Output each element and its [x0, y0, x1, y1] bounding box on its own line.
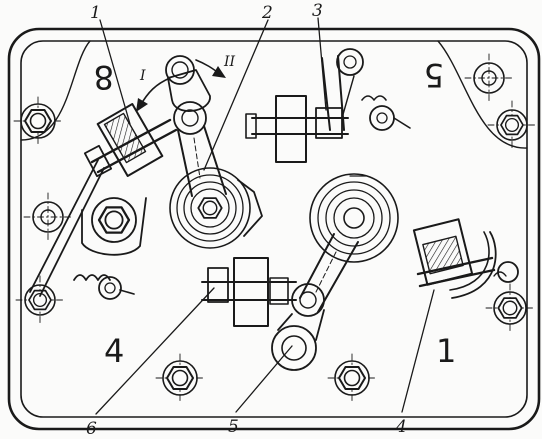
callout-4: 4	[395, 417, 407, 437]
corner-bracket	[81, 197, 147, 256]
corner-number-top-right: 5	[424, 56, 444, 94]
leader-line-4	[401, 289, 435, 413]
callout-5: 5	[228, 417, 239, 437]
leader-line-1	[99, 19, 131, 125]
corner-number-bottom-right: 1	[436, 332, 456, 370]
mounting-bolt	[485, 283, 535, 333]
mounting-bolt	[327, 353, 377, 403]
spiral-spring-left	[169, 167, 263, 249]
leader-line-3	[317, 17, 327, 111]
callout-1: 1	[90, 3, 101, 23]
callout-6: 6	[86, 419, 97, 439]
callout-2: 2	[261, 3, 273, 23]
mounting-bolt	[464, 53, 514, 103]
direction-label-II: II	[223, 54, 236, 70]
mounting-bolt	[23, 192, 73, 242]
direction-label-I: I	[139, 68, 146, 84]
guide-block-1	[83, 103, 178, 178]
leader-line-6	[95, 287, 215, 415]
corner-number-top-left: 8	[94, 58, 114, 96]
pawl-assembly-3	[245, 48, 411, 163]
leader-lines	[95, 17, 435, 415]
mounting-bolt	[13, 96, 63, 146]
mounting-bolt	[15, 275, 65, 325]
rocker-arm-upper	[165, 55, 227, 197]
pawl-assembly-6	[201, 257, 297, 327]
rocker-arm-lower	[271, 233, 359, 371]
base-plate	[7, 27, 541, 431]
arrow-direction-I	[136, 77, 171, 112]
corner-number-bottom-left: 4	[104, 332, 124, 370]
wire-spring-left	[29, 159, 135, 300]
leader-line-2	[203, 19, 269, 171]
arrow-direction-II	[195, 59, 226, 78]
guide-block-4	[412, 218, 519, 299]
leader-line-5	[235, 345, 293, 413]
mounting-bolt	[155, 353, 205, 403]
callout-3: 3	[312, 1, 323, 21]
spiral-spring-right	[309, 173, 399, 263]
mounting-bolt	[487, 100, 537, 150]
